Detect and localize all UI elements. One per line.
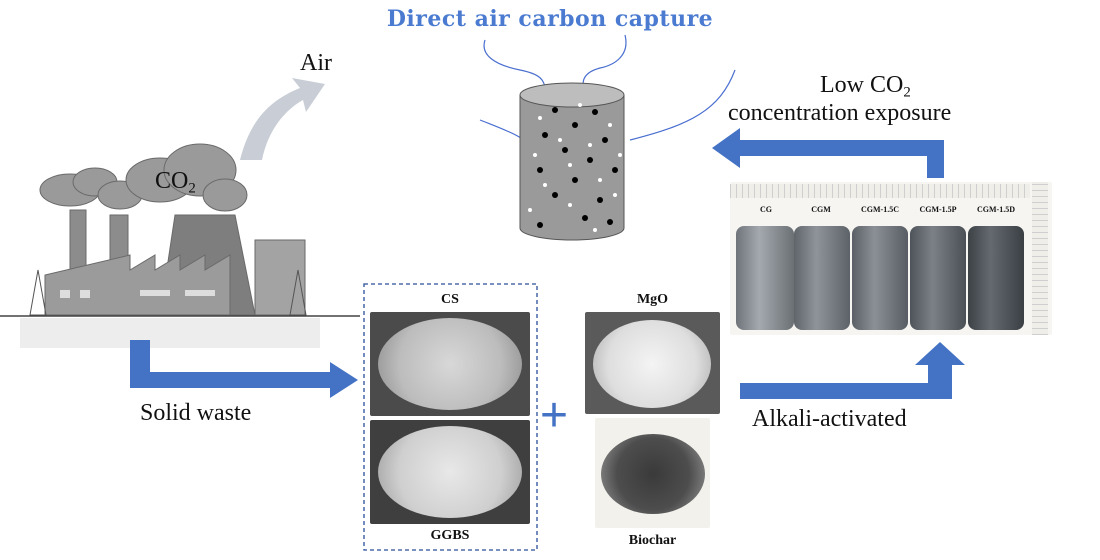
biochar-photo	[595, 418, 710, 528]
cs-label: CS	[441, 292, 459, 307]
sample-label: CG	[760, 205, 772, 214]
cs-photo	[370, 312, 530, 416]
low-co2-label: Low CO2	[820, 72, 911, 101]
sample-label: CGM-1.5P	[919, 205, 957, 214]
process-arrows	[130, 128, 965, 399]
specimen-cylinder	[968, 226, 1024, 330]
alkali-arrow	[740, 342, 965, 399]
cylinder-specimen-icon	[519, 82, 625, 241]
sample-label: CGM	[811, 205, 831, 214]
specimen-cylinder	[852, 226, 908, 330]
air-label: Air	[300, 50, 332, 76]
mgo-label: MgO	[636, 292, 669, 307]
factory-icon	[0, 143, 360, 348]
sample-label: CGM-1.5D	[977, 205, 1015, 214]
solid-waste-label: Solid waste	[140, 400, 252, 426]
mgo-photo	[585, 312, 720, 414]
air-arrow-icon	[240, 78, 325, 160]
low-co2-arrow	[712, 128, 944, 178]
binder-group-box	[363, 283, 538, 551]
specimen-cylinder	[910, 226, 966, 330]
plus-sign: +	[540, 389, 569, 442]
solid-waste-arrow	[130, 340, 358, 398]
ggbs-label: GGBS	[430, 528, 470, 543]
concentration-exposure-label: concentration exposure	[728, 100, 952, 126]
specimens-photo: CG CGM CGM-1.5C CGM-1.5P CGM-1.5D	[730, 182, 1052, 335]
diagram-title: Direct air carbon capture	[386, 6, 714, 32]
alkali-activated-label: Alkali-activated	[752, 406, 907, 432]
ggbs-photo	[370, 420, 530, 524]
sample-label: CGM-1.5C	[861, 205, 899, 214]
specimen-cylinder	[794, 226, 850, 330]
co2-cloud-label: CO2	[155, 168, 196, 197]
specimen-cylinder	[736, 226, 794, 330]
biochar-label: Biochar	[628, 533, 677, 548]
